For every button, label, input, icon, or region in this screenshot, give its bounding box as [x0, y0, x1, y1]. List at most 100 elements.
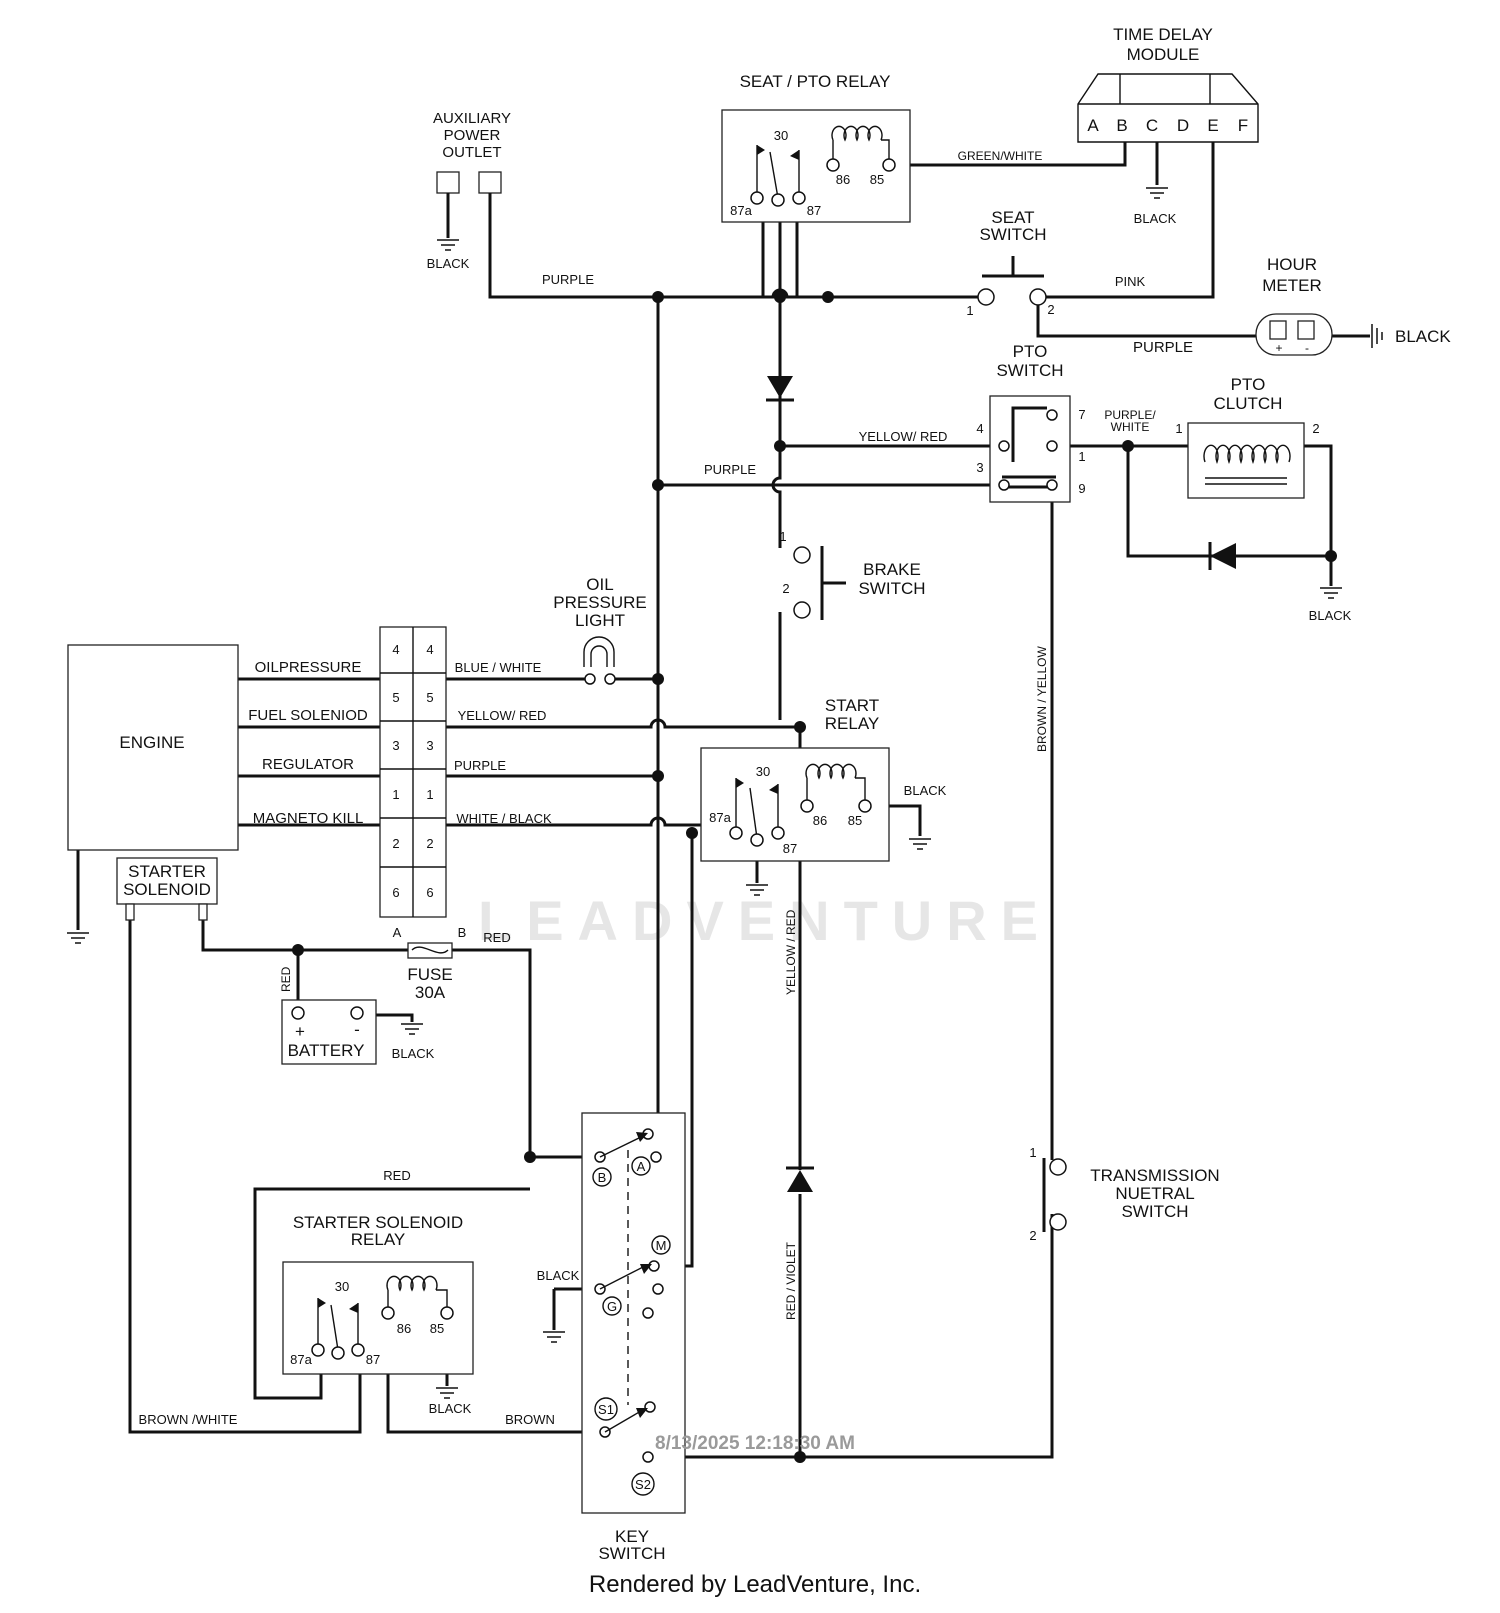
ground-icon	[66, 932, 90, 944]
wire-label-red-battery: RED	[279, 966, 293, 992]
engine-title: ENGINE	[119, 733, 184, 752]
wire-label-black-hour: BLACK	[1395, 327, 1451, 346]
battery: + - BATTERY BLACK	[281, 999, 435, 1065]
seat-switch-pin-2: 2	[1047, 302, 1054, 317]
starter-solenoid-title-2: SOLENOID	[123, 880, 211, 899]
wire-label-yellow-red-pto: YELLOW/ RED	[859, 429, 948, 444]
wire-label-black-key: BLACK	[537, 1268, 580, 1283]
key-terminal-b: B	[598, 1170, 607, 1185]
diode-lower	[786, 1166, 814, 1192]
key-terminal-s2: S2	[635, 1477, 651, 1492]
fuse-title-1: FUSE	[407, 965, 452, 984]
starter-relay-pin-87a: 87a	[290, 1352, 312, 1367]
engine: ENGINE STARTER SOLENOID OILPRESSURE FUEL…	[66, 644, 368, 944]
module-pin-b: B	[1116, 116, 1127, 135]
oil-title-1: OIL	[586, 575, 613, 594]
module-pin-a: A	[1087, 116, 1099, 135]
seat-switch-title-2: SWITCH	[979, 225, 1046, 244]
battery-minus: -	[354, 1020, 360, 1039]
pto-switch-title-1: PTO	[1013, 342, 1048, 361]
module-pin-d: D	[1177, 116, 1189, 135]
pto-clutch-title-1: PTO	[1231, 375, 1266, 394]
time-delay-module: TIME DELAY MODULE A B C D E F BLACK GREE…	[958, 25, 1259, 226]
wire-label-red-fuse: RED	[483, 930, 510, 945]
trans-switch-pin-2: 2	[1029, 1228, 1036, 1243]
connector-pin-5-right: 5	[426, 690, 433, 705]
pto-switch-pin-7: 7	[1078, 407, 1085, 422]
wire-label-purple-white-1: PURPLE/	[1104, 408, 1156, 422]
connector-pin-1-left: 1	[392, 787, 399, 802]
seat-relay-pin-86: 86	[836, 172, 850, 187]
wire-label-black-clutch: BLACK	[1309, 608, 1352, 623]
trans-switch-title-3: SWITCH	[1121, 1202, 1188, 1221]
wire-label-purple-conn: PURPLE	[454, 758, 506, 773]
wire-label-yellow-red-conn: YELLOW/ RED	[458, 708, 547, 723]
start-relay-pin-87: 87	[783, 841, 797, 856]
wire-label-yellow-red-vertical: YELLOW / RED	[784, 909, 798, 995]
key-terminal-m: M	[656, 1238, 667, 1253]
pto-switch-title-2: SWITCH	[996, 361, 1063, 380]
module-pin-e: E	[1207, 116, 1218, 135]
junctions	[292, 291, 1337, 1463]
pto-switch: PTO SWITCH 4 3 7 1 9 YELLOW/ RED PURPLE …	[704, 342, 1156, 503]
aux-title-1: AUXILIARY	[433, 110, 511, 127]
battery-title: BATTERY	[288, 1041, 365, 1060]
fuse-30a: A B FUSE 30A RED RED	[279, 925, 511, 1002]
starter-relay-pin-86: 86	[397, 1321, 411, 1336]
start-relay-pin-87a: 87a	[709, 810, 731, 825]
hour-meter-minus: -	[1305, 341, 1309, 355]
wire-label-pink: PINK	[1115, 274, 1146, 289]
wire-label-blue-white: BLUE / WHITE	[455, 660, 542, 675]
trans-switch-title-2: NUETRAL	[1115, 1184, 1194, 1203]
brake-switch: 1 2 BRAKE SWITCH	[779, 529, 926, 620]
wire-label-purple-white-2: WHITE	[1111, 420, 1150, 434]
wire-label-black-start: BLACK	[904, 783, 947, 798]
pto-switch-pin-3: 3	[976, 460, 983, 475]
hour-meter-plus: +	[1275, 341, 1282, 355]
connector-pin-4-right: 4	[426, 642, 433, 657]
oil-title-3: LIGHT	[575, 611, 625, 630]
key-terminal-a: A	[637, 1159, 646, 1174]
connector-pin-4-left: 4	[392, 642, 399, 657]
fuse-title-2: 30A	[415, 983, 446, 1002]
starter-solenoid-title-1: STARTER	[128, 862, 206, 881]
engine-wire-magneto-kill: MAGNETO KILL	[253, 810, 364, 827]
wire-label-white-black: WHITE / BLACK	[456, 811, 552, 826]
hour-meter-title-1: HOUR	[1267, 255, 1317, 274]
oil-title-2: PRESSURE	[553, 593, 647, 612]
brake-switch-pin-2: 2	[782, 581, 789, 596]
transmission-neutral-switch: 1 2 TRANSMISSION NUETRAL SWITCH	[1029, 1145, 1219, 1243]
footer-credit: Rendered by LeadVenture, Inc.	[589, 1571, 921, 1598]
hour-meter-title-2: METER	[1262, 276, 1322, 295]
wire-label-purple-pto: PURPLE	[704, 462, 756, 477]
aux-title-3: OUTLET	[442, 144, 501, 161]
connector-pin-3-left: 3	[392, 738, 399, 753]
starter-relay-pin-85: 85	[430, 1321, 444, 1336]
key-switch-title-2: SWITCH	[598, 1544, 665, 1563]
key-switch: B A M G S1 S2 KEY SWITCH BLACK RED BROWN…	[139, 1112, 686, 1563]
fuse-pin-a: A	[393, 925, 402, 940]
start-relay-pin-86: 86	[813, 813, 827, 828]
ground-icon	[908, 838, 932, 850]
pto-clutch-pin-1: 1	[1175, 421, 1182, 436]
wire-label-black-module: BLACK	[1134, 211, 1177, 226]
auxiliary-power-outlet: AUXILIARY POWER OUTLET BLACK PURPLE	[427, 110, 595, 287]
brake-switch-title-1: BRAKE	[863, 560, 921, 579]
connector-pin-3-right: 3	[426, 738, 433, 753]
seat-switch-title-1: SEAT	[991, 208, 1034, 227]
key-switch-title-1: KEY	[615, 1527, 649, 1546]
ground-icon	[1145, 187, 1169, 199]
module-pin-f: F	[1238, 116, 1248, 135]
pto-switch-pin-1: 1	[1078, 449, 1085, 464]
time-delay-title-1: TIME DELAY	[1113, 25, 1213, 44]
connector-pin-5-left: 5	[392, 690, 399, 705]
engine-wire-regulator: REGULATOR	[262, 756, 354, 773]
fuse-pin-b: B	[458, 925, 467, 940]
wire-label-red-key: RED	[383, 1168, 410, 1183]
wire-label-brown-white: BROWN /WHITE	[139, 1412, 238, 1427]
seat-relay-pin-85: 85	[870, 172, 884, 187]
seat-relay-pin-30: 30	[774, 128, 788, 143]
key-terminal-s1: S1	[598, 1402, 614, 1417]
seat-switch: SEAT SWITCH 1 2 PINK	[966, 208, 1145, 318]
brake-switch-pin-1: 1	[779, 529, 786, 544]
